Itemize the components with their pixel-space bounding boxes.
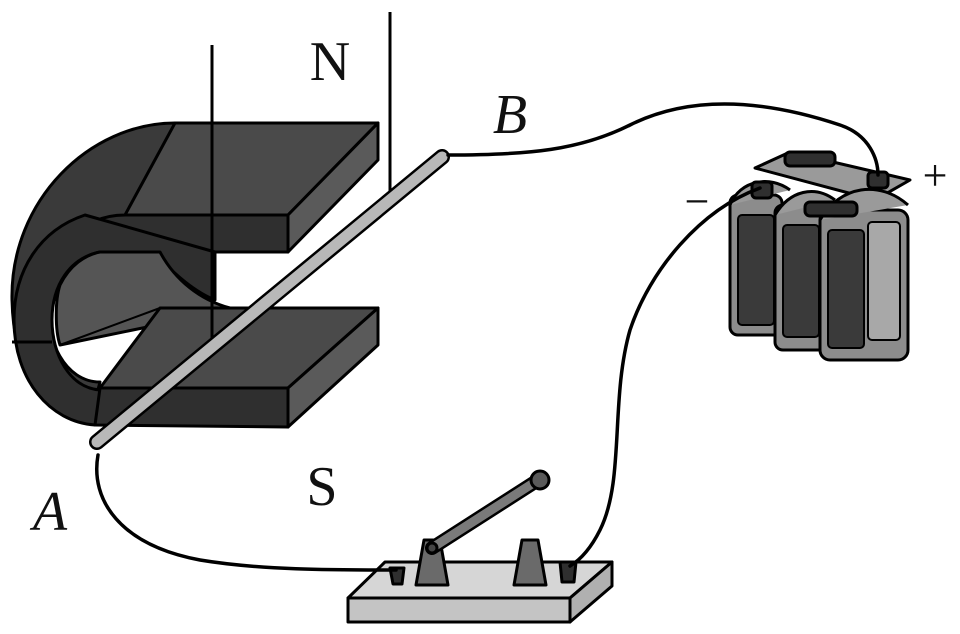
wire-b-to-positive bbox=[446, 102, 880, 177]
battery-positive-label: + bbox=[923, 151, 948, 200]
switch-left-terminal bbox=[388, 566, 406, 586]
battery-side-panel bbox=[867, 221, 901, 341]
battery-negative-label: − bbox=[685, 177, 710, 226]
switch-right-terminal bbox=[558, 560, 578, 584]
switch-blade bbox=[427, 477, 540, 553]
battery-cell-1-window bbox=[737, 214, 775, 326]
switch-pivot bbox=[425, 541, 439, 555]
south-pole-label: S bbox=[306, 456, 337, 518]
knife-switch bbox=[346, 469, 614, 624]
battery-cell-2-window bbox=[782, 224, 820, 338]
north-pole-label: N bbox=[310, 31, 350, 93]
battery-strap-2 bbox=[803, 200, 859, 218]
magnet-upper-arm-end bbox=[286, 121, 380, 254]
magnet-lower-arm-end bbox=[286, 306, 380, 429]
switch-contact-clip bbox=[512, 538, 548, 587]
magnet-inner-line bbox=[59, 307, 161, 346]
switch-base-side bbox=[568, 560, 614, 624]
magnet-inner-face bbox=[54, 250, 232, 347]
wire-a-to-switch bbox=[95, 453, 398, 572]
conducting-rod bbox=[89, 149, 450, 450]
rod-end-b-label: B bbox=[493, 84, 527, 146]
battery-cell-3-window bbox=[827, 229, 865, 349]
switch-handle-knob bbox=[529, 469, 551, 491]
wires bbox=[95, 102, 880, 572]
horseshoe-magnet bbox=[10, 121, 380, 429]
wire-negative-to-switch bbox=[568, 186, 762, 568]
battery bbox=[728, 150, 912, 362]
battery-strap-1 bbox=[783, 150, 837, 168]
rod-end-a-label: A bbox=[29, 481, 68, 543]
switch-base-front bbox=[346, 596, 572, 624]
